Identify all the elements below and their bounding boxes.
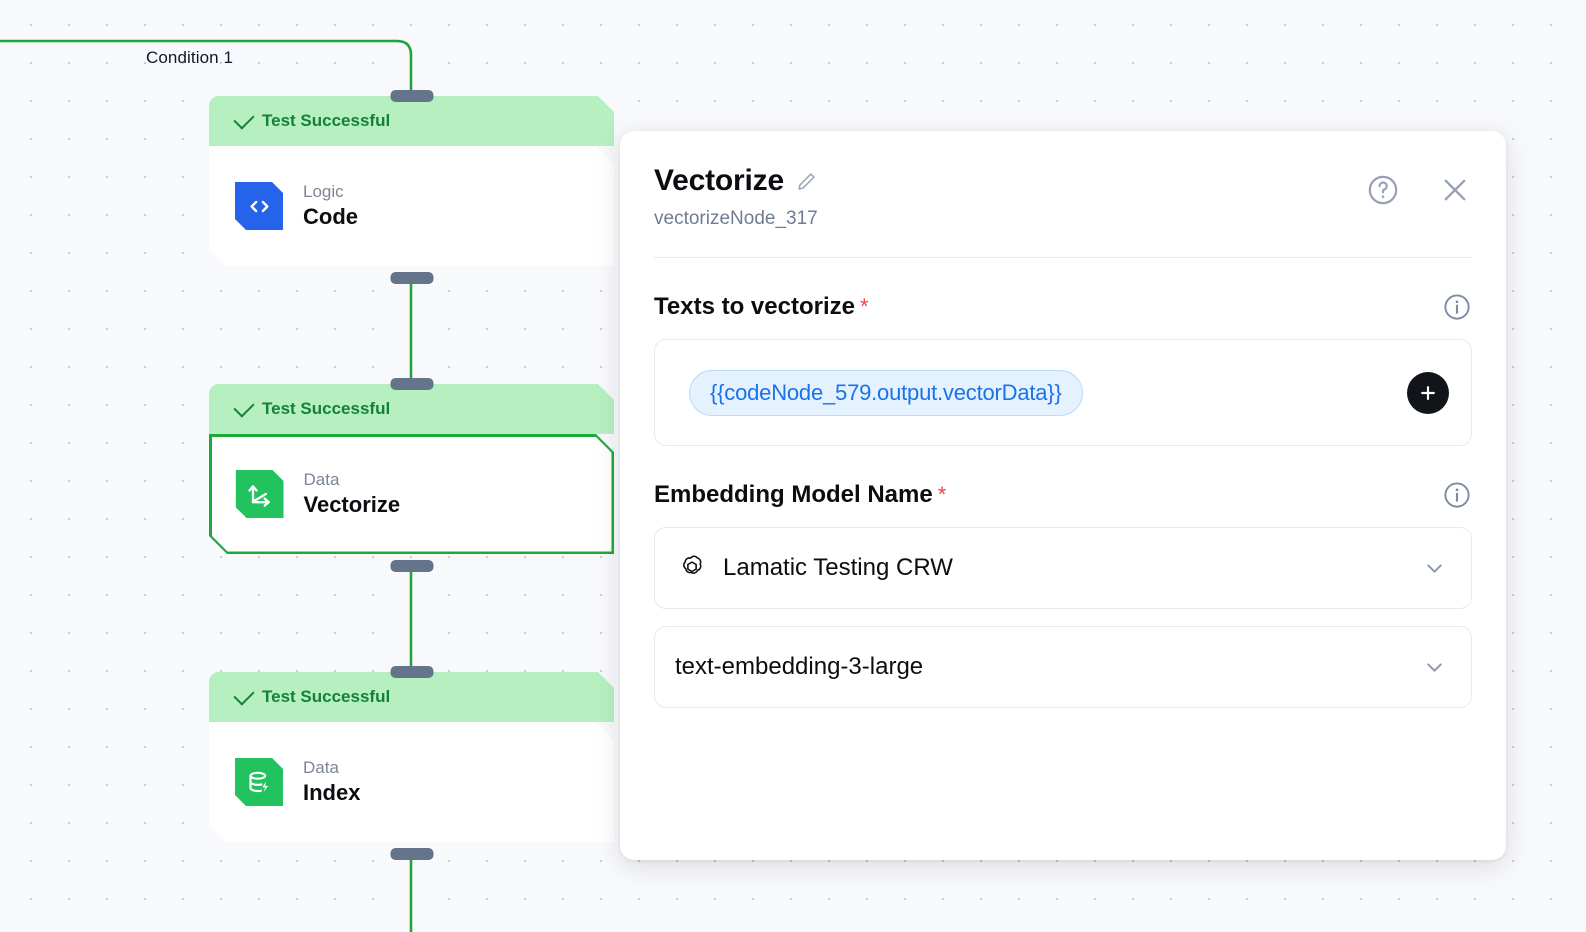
pencil-icon[interactable] — [796, 171, 817, 192]
node-handle-top[interactable] — [390, 666, 433, 678]
database-bolt-icon — [235, 758, 283, 806]
node-status-banner: Test Successful — [209, 96, 614, 146]
info-icon[interactable] — [1442, 480, 1472, 510]
node-status-banner: Test Successful — [209, 672, 614, 722]
vector-arrows-icon — [236, 470, 284, 518]
add-text-button[interactable] — [1407, 371, 1449, 414]
header-divider — [654, 257, 1472, 258]
node-body[interactable]: Logic Code — [209, 146, 614, 266]
openai-icon — [677, 553, 707, 583]
field-texts-to-vectorize: Texts to vectorize* — [654, 292, 1472, 322]
check-icon — [233, 108, 254, 129]
variable-chip[interactable]: {{codeNode_579.output.vectorData}} — [689, 369, 1083, 416]
node-handle-top[interactable] — [390, 90, 433, 102]
page-title: Vectorize — [654, 164, 784, 197]
edge-label-condition-1: Condition 1 — [146, 48, 234, 67]
node-status-banner: Test Successful — [209, 384, 614, 434]
node-handle-bottom[interactable] — [390, 272, 433, 284]
node-title: Code — [303, 204, 358, 230]
node-body[interactable]: Data Index — [209, 722, 614, 842]
node-category: Logic — [303, 181, 344, 201]
node-body[interactable]: Data Vectorize — [209, 434, 614, 554]
required-marker: * — [937, 482, 947, 507]
texts-to-vectorize-input[interactable]: {{codeNode_579.output.vectorData}} — [654, 339, 1472, 446]
node-category: Data — [303, 757, 339, 777]
node-title: Index — [303, 780, 361, 806]
chevron-down-icon[interactable] — [1422, 556, 1447, 581]
node-handle-top[interactable] — [390, 378, 433, 390]
model-value: text-embedding-3-large — [675, 653, 924, 680]
node-code[interactable]: Test Successful Logic Code — [209, 90, 614, 284]
node-id-label: vectorizeNode_317 — [654, 208, 818, 229]
node-vectorize[interactable]: Test Successful Data Vectorize — [209, 378, 614, 572]
node-status-label: Test Successful — [262, 111, 391, 130]
question-circle-icon[interactable] — [1366, 173, 1400, 207]
close-icon[interactable] — [1438, 173, 1472, 207]
node-handle-bottom[interactable] — [390, 848, 433, 860]
required-marker: * — [859, 294, 869, 319]
panel-header: Vectorize vectorizeNode_317 — [620, 131, 1506, 230]
node-handle-bottom[interactable] — [390, 560, 433, 572]
node-config-panel: Vectorize vectorizeNode_317 — [620, 131, 1506, 860]
node-category: Data — [303, 469, 340, 489]
panel-body: Texts to vectorize* {{codeNode_579.outpu… — [620, 292, 1506, 708]
check-icon — [233, 684, 254, 705]
provider-select[interactable]: Lamatic Testing CRW — [654, 527, 1472, 609]
provider-value: Lamatic Testing CRW — [723, 554, 953, 581]
node-status-label: Test Successful — [262, 399, 391, 418]
node-status-label: Test Successful — [262, 687, 391, 706]
field-label: Embedding Model Name — [654, 481, 933, 508]
field-embedding-model-name: Embedding Model Name* — [654, 480, 1472, 510]
node-index[interactable]: Test Successful Data Index — [209, 666, 614, 860]
field-label: Texts to vectorize — [654, 293, 855, 320]
node-title: Vectorize — [303, 492, 401, 518]
model-select[interactable]: text-embedding-3-large — [654, 626, 1472, 708]
chevron-down-icon[interactable] — [1422, 655, 1447, 680]
info-icon[interactable] — [1442, 292, 1472, 322]
check-icon — [233, 396, 254, 417]
code-icon — [235, 182, 283, 230]
